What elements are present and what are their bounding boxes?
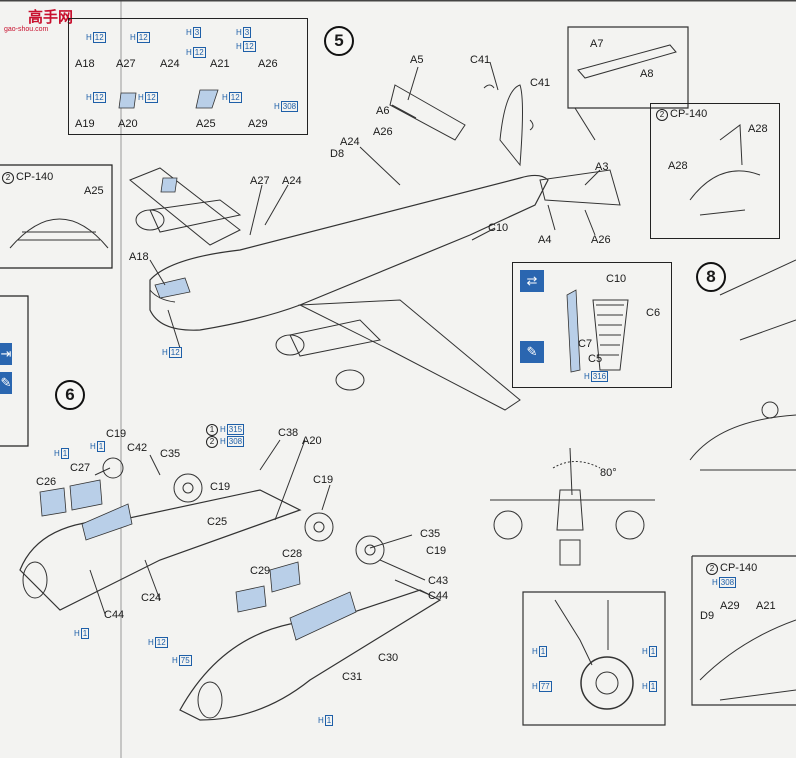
label-C19: C19 [106, 428, 127, 440]
label-C44: C44 [104, 609, 125, 621]
label-A7: A7 [590, 38, 604, 50]
label-C30: C30 [378, 652, 399, 664]
label-C6: C6 [646, 307, 661, 319]
label-C42: C42 [127, 442, 148, 454]
label-A26: A26 [373, 126, 393, 138]
paint-icon: ✎ [520, 341, 544, 363]
label-D9: D9 [700, 610, 715, 622]
label-C25: C25 [207, 516, 228, 528]
step-number-6: 6 [55, 380, 85, 410]
label-A4: A4 [538, 234, 552, 246]
label-C24: C24 [141, 592, 162, 604]
label-C27: C27 [70, 462, 91, 474]
label-A21: A21 [756, 600, 776, 612]
label-D8: D8 [330, 148, 345, 160]
part-A27: A27 [116, 58, 136, 70]
c10-ladder-detail-box [512, 262, 672, 388]
part-A26: A26 [258, 58, 278, 70]
label-A6: A6 [376, 105, 390, 117]
part-A25: A25 [196, 118, 216, 130]
label-A5: A5 [410, 54, 424, 66]
label-C43: C43 [428, 575, 449, 587]
part-A18: A18 [75, 58, 95, 70]
label-C28: C28 [282, 548, 303, 560]
label-C41: C41 [470, 54, 491, 66]
watermark-url: gao-shou.com [4, 26, 49, 33]
paint-icon: ✎ [0, 372, 12, 394]
angle-label: 80° [600, 467, 617, 479]
label-A18: A18 [129, 251, 149, 263]
label-C35: C35 [420, 528, 441, 540]
label-C41: C41 [530, 77, 551, 89]
label-C31: C31 [342, 671, 363, 683]
cement-icon: ⇄ [520, 270, 544, 292]
label-C38: C38 [278, 427, 299, 439]
label-A29: A29 [720, 600, 740, 612]
label-A26: A26 [591, 234, 611, 246]
label-A28: A28 [668, 160, 688, 172]
label-C35: C35 [160, 448, 181, 460]
cp140-tail-detail-box [650, 103, 780, 239]
label-A20: A20 [302, 435, 322, 447]
label-A24: A24 [282, 175, 302, 187]
label-A24: A24 [340, 136, 360, 148]
label-C5: C5 [588, 353, 603, 365]
label-C44: C44 [428, 590, 449, 602]
step-number-5: 5 [324, 26, 354, 56]
cement-icon: ⇥ [0, 343, 12, 365]
label-A28: A28 [748, 123, 768, 135]
label-C10: C10 [488, 222, 509, 234]
part-A24: A24 [160, 58, 180, 70]
label-C19: C19 [210, 481, 231, 493]
part-A20: A20 [118, 118, 138, 130]
watermark-title: 高手网 [28, 9, 74, 26]
label-C10: C10 [606, 273, 627, 285]
label-A25: A25 [84, 185, 104, 197]
parts-overview-box [68, 18, 308, 135]
label-C7: C7 [578, 338, 593, 350]
label-A3: A3 [595, 161, 609, 173]
part-A29: A29 [248, 118, 268, 130]
label-C29: C29 [250, 565, 271, 577]
label-C19: C19 [313, 474, 334, 486]
label-A8: A8 [640, 68, 654, 80]
step-number-8: 8 [696, 262, 726, 292]
label-C19: C19 [426, 545, 447, 557]
label-C26: C26 [36, 476, 57, 488]
part-A21: A21 [210, 58, 230, 70]
label-A27: A27 [250, 175, 270, 187]
part-A19: A19 [75, 118, 95, 130]
